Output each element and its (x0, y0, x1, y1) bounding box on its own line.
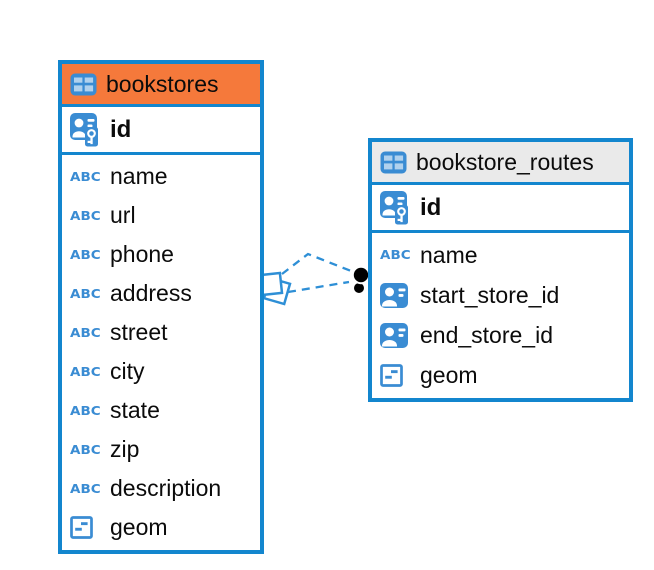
text-type-icon: ABC (70, 480, 101, 497)
column-type-icon-box: ABC (70, 325, 102, 341)
column-row[interactable]: ABC city (62, 352, 260, 391)
relation-line-upper[interactable] (281, 252, 352, 275)
column-type-icon-box: ABC (70, 442, 102, 458)
column-row[interactable]: ABC name (62, 157, 260, 196)
table-name: bookstore_routes (416, 148, 594, 175)
text-type-icon: ABC (70, 441, 101, 458)
relation-connector[interactable] (258, 252, 371, 306)
column-name: id (110, 115, 132, 143)
column-type-icon-box (380, 363, 412, 387)
column-row[interactable]: ABC url (62, 196, 260, 235)
table-name: bookstores (106, 70, 219, 97)
table-icon (70, 73, 97, 95)
column-name: name (110, 163, 168, 189)
column-name: city (110, 358, 145, 384)
column-row[interactable]: end_store_id (372, 315, 629, 355)
column-type-icon-box: ABC (70, 286, 102, 302)
geometry-type-icon (70, 516, 93, 539)
column-row[interactable]: geom (372, 355, 629, 395)
column-type-icon-box (70, 516, 102, 539)
column-row[interactable]: ABC zip (62, 430, 260, 469)
key-column-list: id (62, 107, 260, 155)
column-name: phone (110, 241, 174, 267)
column-row[interactable]: ABC street (62, 313, 260, 352)
column-row[interactable]: start_store_id (372, 275, 629, 315)
column-type-icon-box: ABC (70, 481, 102, 497)
column-list: ABC name ABC url ABC phone ABC address (62, 155, 260, 550)
column-type-icon-box: ABC (70, 169, 102, 185)
column-type-icon-box: ABC (70, 403, 102, 419)
table-header[interactable]: bookstore_routes (372, 142, 629, 185)
column-type-icon-box (380, 190, 412, 225)
column-row[interactable]: id (372, 186, 629, 229)
key-column-list: id (372, 185, 629, 233)
text-type-icon: ABC (70, 207, 101, 224)
table-bookstore-routes[interactable]: bookstore_routes id ABC (368, 138, 633, 402)
geometry-type-icon (380, 363, 403, 387)
column-row[interactable]: ABC address (62, 274, 260, 313)
table-header[interactable]: bookstores (62, 64, 260, 107)
relation-line-lower[interactable] (287, 280, 350, 294)
text-type-icon: ABC (70, 285, 101, 302)
column-row[interactable]: ABC description (62, 469, 260, 508)
reference-type-icon (380, 282, 408, 308)
column-name: description (110, 475, 222, 501)
column-list: ABC name start_store_id (372, 233, 629, 398)
column-row[interactable]: geom (62, 508, 260, 547)
text-type-icon: ABC (70, 363, 101, 380)
column-name: start_store_id (420, 281, 560, 308)
column-name: url (110, 202, 136, 228)
primary-key-icon (70, 112, 98, 146)
text-type-icon: ABC (70, 402, 101, 419)
text-type-icon: ABC (70, 168, 101, 185)
column-row[interactable]: id (62, 108, 260, 151)
column-name: zip (110, 436, 140, 462)
column-type-icon-box (70, 112, 102, 147)
column-name: geom (110, 514, 168, 540)
text-type-icon: ABC (380, 247, 411, 263)
column-type-icon-box (380, 282, 412, 308)
column-name: geom (420, 361, 478, 388)
text-type-icon: ABC (70, 324, 101, 341)
relation-diamond-marker[interactable] (258, 271, 292, 306)
column-name: address (110, 280, 192, 306)
column-type-icon-box: ABC (70, 364, 102, 380)
primary-key-icon (380, 190, 408, 224)
column-type-icon-box: ABC (70, 247, 102, 263)
column-row[interactable]: ABC phone (62, 235, 260, 274)
column-name: end_store_id (420, 321, 553, 348)
text-type-icon: ABC (70, 246, 101, 263)
column-type-icon-box: ABC (70, 208, 102, 224)
relation-dot-marker[interactable] (351, 265, 371, 293)
column-name: street (110, 319, 168, 345)
column-row[interactable]: ABC state (62, 391, 260, 430)
column-row[interactable]: ABC name (372, 235, 629, 275)
column-name: state (110, 397, 160, 423)
column-type-icon-box (380, 322, 412, 348)
column-type-icon-box: ABC (380, 247, 412, 263)
table-icon (380, 151, 407, 173)
column-name: name (420, 241, 478, 268)
column-name: id (420, 193, 442, 221)
reference-type-icon (380, 322, 408, 348)
table-bookstores[interactable]: bookstores id ABC (58, 60, 264, 554)
